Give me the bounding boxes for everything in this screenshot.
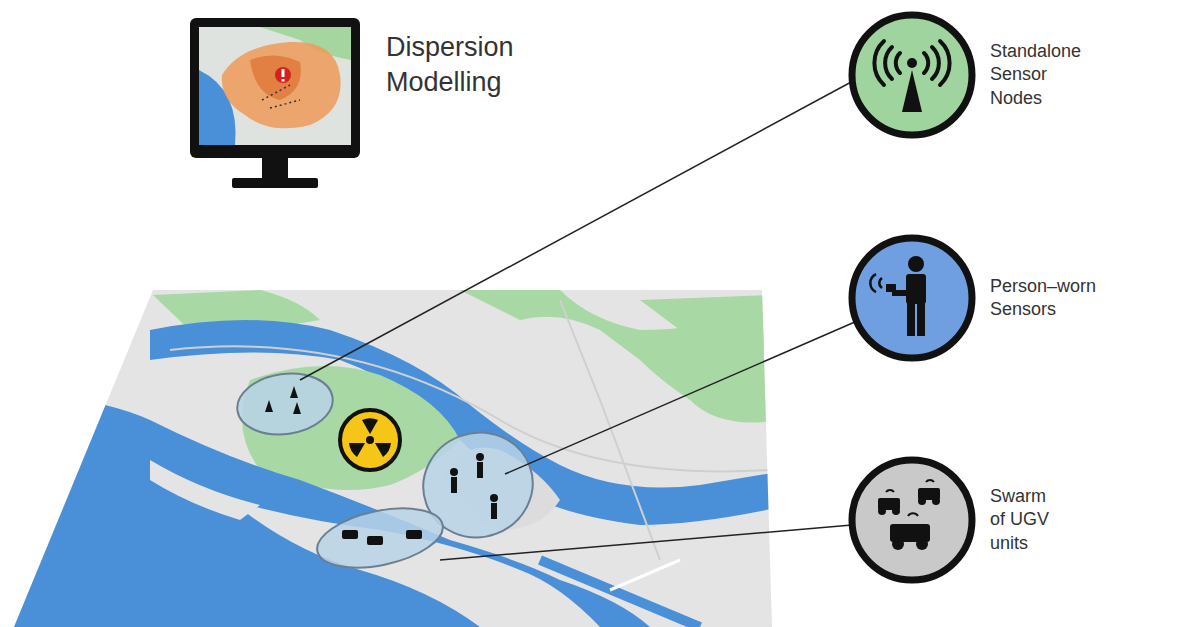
node-label: Standalone Sensor Nodes	[990, 40, 1100, 110]
circle-icon	[848, 456, 976, 584]
group-icons	[265, 386, 498, 545]
radiation-symbol	[340, 410, 400, 470]
node-label: Swarm of UGV units	[990, 485, 1055, 555]
monitor-label: Dispersion Modelling	[386, 30, 556, 100]
monitor-icon	[190, 18, 360, 188]
leader-line	[300, 74, 866, 560]
circle-icon	[848, 11, 976, 139]
category-circle: Person–worn Sensors	[848, 234, 1110, 362]
category-circle: Standalone Sensor Nodes	[848, 11, 1100, 139]
group-outline	[233, 368, 547, 578]
circle-icon	[848, 234, 976, 362]
node-label: Person–worn Sensors	[990, 275, 1110, 322]
category-circle: Swarm of UGV units	[848, 456, 1055, 584]
map	[0, 280, 800, 627]
